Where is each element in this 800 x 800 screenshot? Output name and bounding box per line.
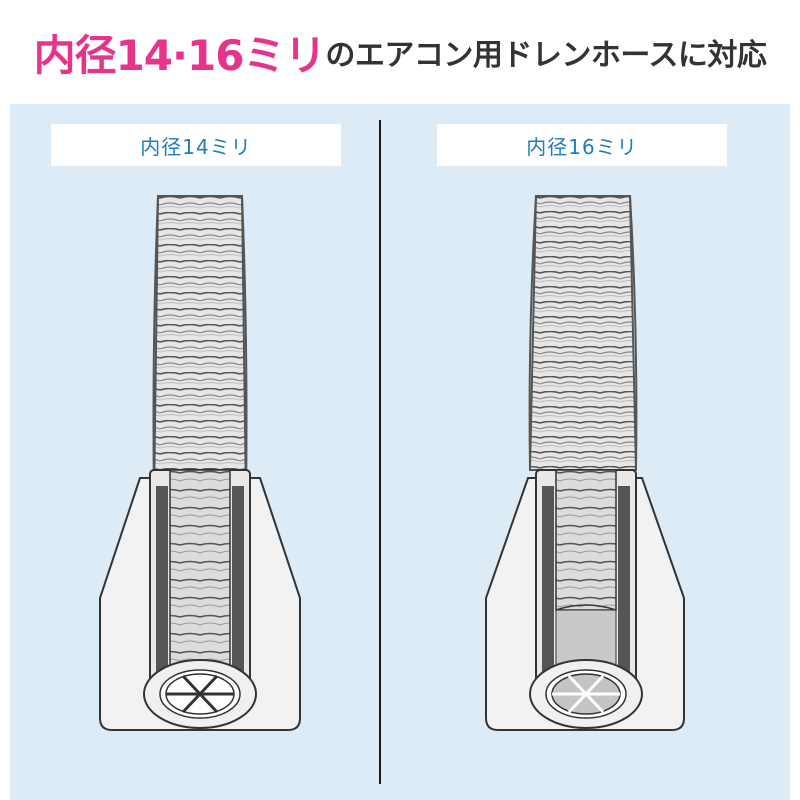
label-14mm: 内径14ミリ	[51, 124, 341, 166]
hose-connector-icon	[485, 469, 685, 731]
page-title: 内径14·16ミリ のエアコン用ドレンホースに対応	[0, 0, 800, 104]
panel-divider	[379, 120, 381, 784]
title-rest: のエアコン用ドレンホースに対応	[325, 38, 767, 73]
strainer-grate-icon	[165, 673, 235, 715]
drain-hose-icon	[152, 195, 248, 501]
label-16mm: 内径16ミリ	[437, 124, 727, 166]
drain-hose-icon	[528, 195, 638, 471]
title-emphasis: 内径14·16ミリ	[33, 30, 327, 80]
strainer-grate-icon	[551, 673, 621, 715]
